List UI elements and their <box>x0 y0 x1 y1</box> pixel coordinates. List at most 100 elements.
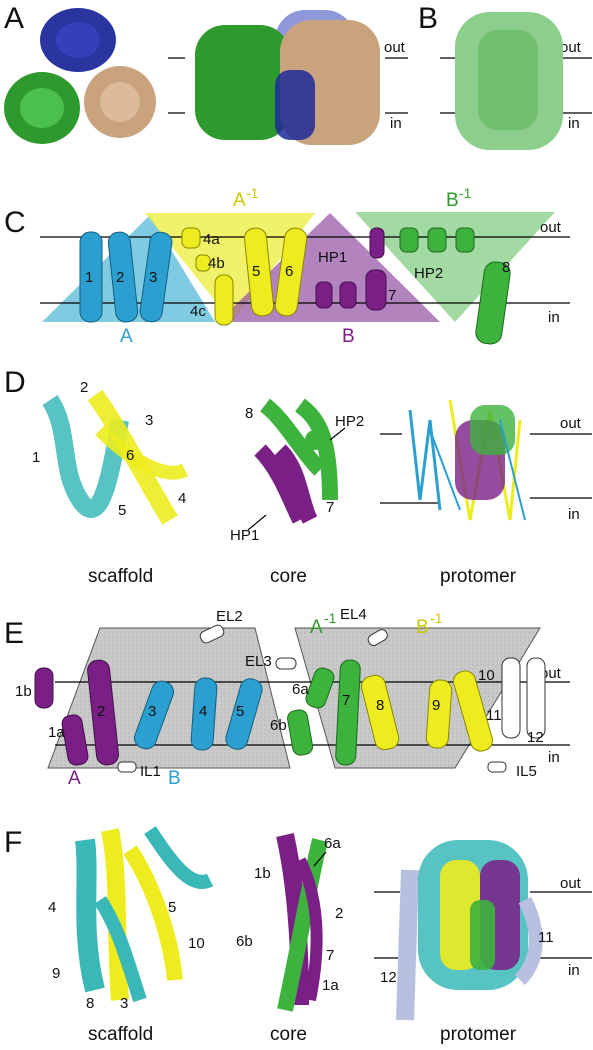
panel-d: D 2 3 6 1 4 5 scaffold 8 7 HP2 HP1 core <box>4 366 592 587</box>
protomer-num-12: 12 <box>380 969 397 986</box>
helix-3: 3 <box>139 231 173 323</box>
helix-1b: 1b <box>15 667 54 709</box>
out-label: out <box>560 415 582 432</box>
helix-3: 3 <box>134 680 174 750</box>
core-label-6b: 6b <box>236 933 253 950</box>
svg-text:4: 4 <box>199 703 207 720</box>
caption-core: core <box>270 1024 307 1045</box>
in-label: in <box>548 309 560 326</box>
out-label: out <box>540 219 562 236</box>
scaffold-num-5: 5 <box>118 502 126 519</box>
helix-hp1: HP1 <box>315 249 357 309</box>
caption-scaffold: scaffold <box>88 566 153 587</box>
caption-core: core <box>270 566 307 587</box>
core-label-6a: 6a <box>324 835 341 852</box>
svg-text:4c: 4c <box>190 303 206 320</box>
panel-f: F 4 5 10 9 8 3 scaffold 6a 1b 2 6b 7 1a … <box>4 826 592 1045</box>
svg-text:2: 2 <box>116 269 124 286</box>
helix-7: 7 <box>335 659 361 766</box>
svg-text:6: 6 <box>285 263 293 280</box>
helix-12: 12 <box>526 657 546 746</box>
core-ribbon-icon <box>276 833 328 1012</box>
svg-text:HP1: HP1 <box>318 249 347 266</box>
svg-text:3: 3 <box>148 703 156 720</box>
hp1-arrow <box>247 514 267 531</box>
out-label: out <box>560 39 582 56</box>
panel-f-label: F <box>4 826 22 859</box>
repeat-a-inv-label: A <box>233 190 246 211</box>
svg-text:5: 5 <box>236 703 244 720</box>
repeat-a-inv-label: A <box>310 617 323 638</box>
loop-el4: EL4 <box>340 606 388 646</box>
in-label: in <box>390 115 402 132</box>
svg-text:8: 8 <box>502 259 510 276</box>
scaffold-num-3: 3 <box>120 995 128 1012</box>
helix-2: 2 <box>87 659 119 766</box>
svg-text:EL2: EL2 <box>216 608 243 625</box>
helix-9: 9 <box>425 679 453 749</box>
repeat-a-label: A <box>68 768 81 789</box>
protomer-num-11: 11 <box>538 929 554 946</box>
helix-2: 2 <box>107 231 139 323</box>
repeat-a-inv-sup: -1 <box>246 185 259 201</box>
helix-6: 6 <box>274 227 308 317</box>
helix-8: 8 <box>475 259 511 345</box>
loop-el3: EL3 <box>245 653 297 670</box>
scaffold-ribbon-icon <box>42 389 189 525</box>
helix-6a: 6a <box>292 667 335 709</box>
helix-4: 4 <box>190 677 218 751</box>
core-label-7: 7 <box>326 947 334 964</box>
svg-text:1b: 1b <box>15 683 32 700</box>
core-label-1a: 1a <box>322 977 339 994</box>
in-label: in <box>568 962 580 979</box>
helix-7-top <box>369 227 385 259</box>
svg-text:11: 11 <box>486 707 502 724</box>
core-label-2: 2 <box>335 905 343 922</box>
svg-text:6b: 6b <box>270 717 287 734</box>
repeat-b-inv-label: B <box>446 190 459 211</box>
scaffold-ribbon-icon <box>75 826 214 1003</box>
arrow-6a <box>313 851 327 867</box>
svg-text:HP2: HP2 <box>414 265 443 282</box>
helix-4a: 4a <box>181 227 220 249</box>
trimer-top-view-icon <box>4 8 156 144</box>
svg-text:1: 1 <box>85 269 93 286</box>
helix-6b: 6b <box>270 709 314 756</box>
svg-text:10: 10 <box>478 667 495 684</box>
in-label: in <box>568 506 580 523</box>
svg-text:4a: 4a <box>203 231 220 248</box>
svg-text:6a: 6a <box>292 681 309 698</box>
caption-protomer: protomer <box>440 1024 517 1045</box>
core-num-8: 8 <box>245 405 253 422</box>
protomer-ribbon-icon <box>408 399 526 521</box>
panel-a: A out in <box>4 2 408 145</box>
loop-il1: IL1 <box>117 761 161 780</box>
scaffold-num-10: 10 <box>188 935 205 952</box>
scaffold-num-3: 3 <box>145 412 153 429</box>
helix-4b: 4b <box>195 254 225 272</box>
loop-el2: EL2 <box>199 608 243 644</box>
helix-1a: 1a <box>48 714 89 766</box>
out-label: out <box>384 39 406 56</box>
svg-text:1a: 1a <box>48 724 65 741</box>
svg-text:8: 8 <box>376 697 384 714</box>
panel-b-label: B <box>418 2 438 35</box>
in-label: in <box>568 115 580 132</box>
repeat-b-label: B <box>342 326 355 347</box>
core-ribbon-icon <box>254 398 338 524</box>
repeat-b-label: B <box>168 768 181 789</box>
panel-b: B out in <box>418 2 592 150</box>
repeat-a-label: A <box>120 326 133 347</box>
svg-text:12: 12 <box>527 729 544 746</box>
helix-hp2: HP2 <box>399 227 475 282</box>
repeat-b-inv-sup: -1 <box>430 610 443 626</box>
repeat-a-inv-sup: -1 <box>324 610 337 626</box>
scaffold-num-9: 9 <box>52 965 60 982</box>
repeat-b-inv-sup: -1 <box>459 185 472 201</box>
svg-text:2: 2 <box>97 703 105 720</box>
panel-c: C out in 1 2 3 4a 4b 4c 5 6 HP1 7 <box>4 185 570 347</box>
svg-text:IL5: IL5 <box>516 763 537 780</box>
svg-text:7: 7 <box>388 287 396 304</box>
core-label-hp1: HP1 <box>230 527 259 544</box>
